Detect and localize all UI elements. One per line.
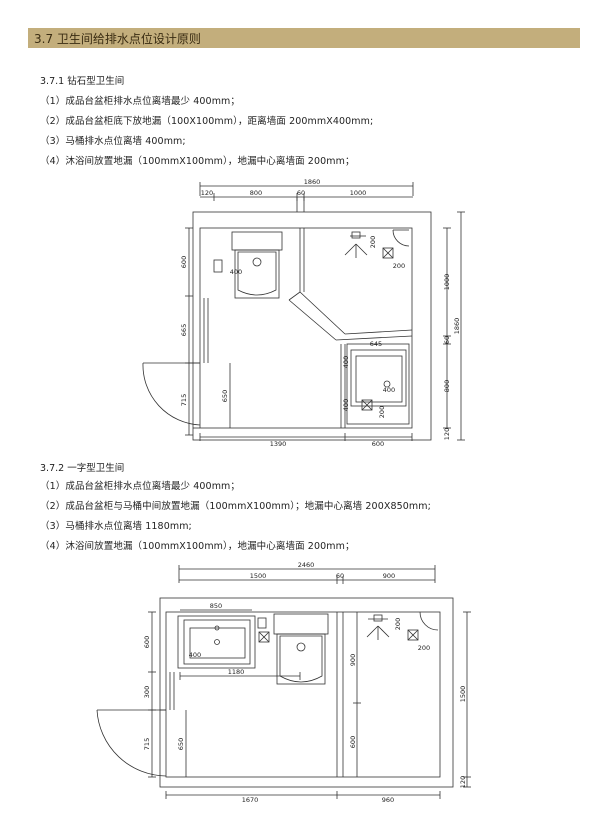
dim-label: 1000	[350, 189, 367, 197]
dim-label: 400	[383, 386, 395, 394]
dim-label: 1000	[443, 274, 451, 291]
rule-item: （1）成品台盆柜排水点位离墙最少 400mm；	[40, 481, 241, 492]
dim-label: 645	[370, 340, 382, 348]
rule-item: （4）沐浴间放置地漏（100mmX100mm），地漏中心离墙面 200mm；	[40, 156, 355, 167]
dim-label: 850	[210, 602, 222, 610]
rule-item: （4）沐浴间放置地漏（100mmX100mm），地漏中心离墙面 200mm；	[40, 541, 355, 552]
dim-label: 400	[342, 399, 350, 411]
dim-label: 1500	[459, 686, 467, 703]
dim-label: 60	[297, 189, 305, 197]
dim-label: 600	[180, 256, 188, 268]
section-header-bar: 3.7 卫生间给排水点位设计原则	[28, 28, 580, 48]
dim-label: 400	[189, 651, 201, 659]
dim-label: 800	[443, 380, 451, 392]
dim-label: 1860	[304, 178, 321, 186]
dim-label: 600	[372, 440, 384, 448]
dim-label: 200	[393, 262, 405, 270]
subsection-heading-2: 3.7.2 一字型卫生间	[40, 463, 125, 474]
dim-label: 1500	[250, 572, 267, 580]
dim-label: 400	[342, 356, 350, 368]
dim-label: 960	[382, 796, 394, 804]
dim-label: 200	[394, 618, 402, 630]
dim-label: 1390	[270, 440, 287, 448]
rule-item: （3）马桶排水点位离墙 400mm;	[40, 136, 186, 147]
dim-label: 900	[349, 654, 357, 666]
dim-label: 200	[369, 236, 377, 248]
dim-label: 120	[201, 189, 213, 197]
dim-label: 400	[230, 268, 242, 276]
dim-label: 200	[378, 406, 386, 418]
dim-label: 600	[143, 636, 151, 648]
dim-label: 900	[383, 572, 395, 580]
rule-item: （1）成品台盆柜排水点位离墙最少 400mm；	[40, 96, 241, 107]
dim-label: 120	[443, 428, 451, 440]
subsection-heading-1: 3.7.1 钻石型卫生间	[40, 76, 125, 87]
dim-label: 120	[459, 776, 467, 788]
dim-label: 800	[250, 189, 262, 197]
dim-label: 600	[349, 736, 357, 748]
rule-item: （2）成品台盆柜与马桶中间放置地漏（100mmX100mm）；地漏中心离墙 20…	[40, 501, 431, 512]
dim-label: 1180	[228, 668, 245, 676]
dim-label: 650	[221, 390, 229, 402]
section-title: 3.7 卫生间给排水点位设计原则	[34, 32, 201, 46]
dim-label: 2460	[298, 561, 315, 569]
rule-item: （3）马桶排水点位离墙 1180mm;	[40, 521, 192, 532]
dim-label: 60	[336, 572, 344, 580]
rule-item: （2）成品台盆柜底下放地漏（100X100mm），距离墙面 200mmX400m…	[40, 116, 374, 127]
dim-label: 715	[143, 738, 151, 750]
dim-label: 300	[143, 686, 151, 698]
dim-label: 200	[418, 644, 430, 652]
dim-label: 1860	[453, 318, 461, 335]
dim-label: 665	[180, 324, 188, 336]
dim-label: 650	[177, 738, 185, 750]
dim-label: 1670	[242, 796, 259, 804]
dim-label: 715	[180, 394, 188, 406]
dim-label: 60	[443, 336, 451, 344]
